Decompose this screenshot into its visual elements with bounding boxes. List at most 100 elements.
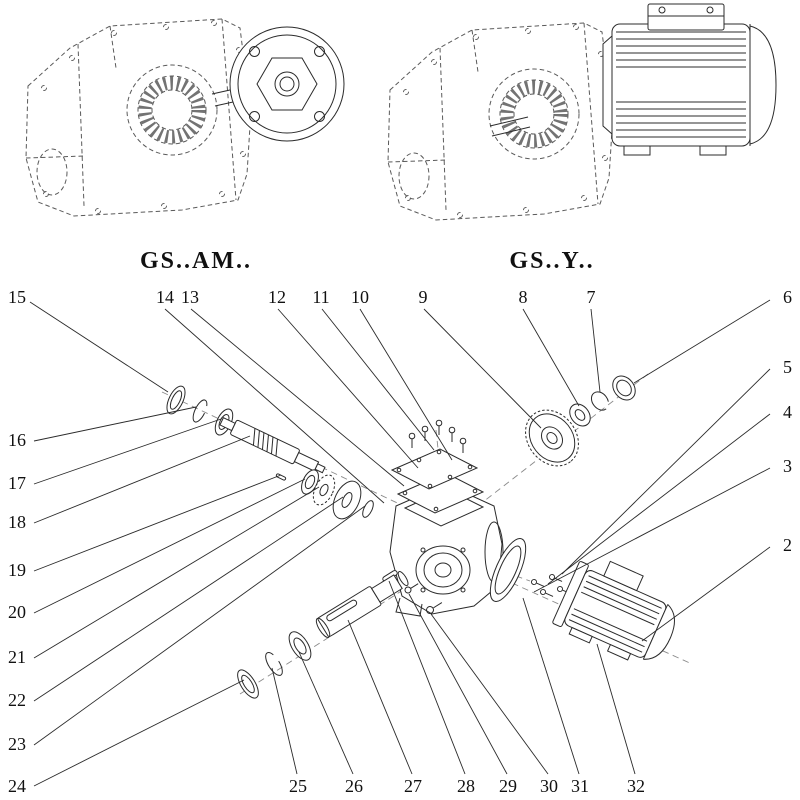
- callout-12: 12: [268, 287, 286, 307]
- callout-2: 2: [783, 535, 792, 555]
- leader-line-13: [190, 308, 405, 487]
- gear-circlip-part: [590, 391, 610, 411]
- oil-seal-part: [166, 385, 186, 415]
- callout-4: 4: [783, 402, 792, 422]
- variant-label-gsy: GS..Y..: [509, 248, 594, 274]
- gsam-unit-drawing: [26, 19, 345, 216]
- leader-line-16: [33, 406, 197, 442]
- gsy-gearbox-body: [388, 23, 612, 220]
- leader-line-4: [547, 413, 771, 585]
- leader-line-31: [522, 597, 580, 775]
- callout-26: 26: [345, 776, 363, 796]
- callout-11: 11: [312, 287, 329, 307]
- breather-part: [459, 437, 467, 453]
- leader-line-14: [164, 308, 385, 504]
- callout-3: 3: [783, 456, 792, 476]
- callout-25: 25: [289, 776, 307, 796]
- leader-line-8: [522, 308, 580, 407]
- shim-part: [362, 500, 374, 518]
- motor-terminal-box-exploded: [603, 560, 644, 592]
- leader-line-5: [561, 368, 771, 575]
- leader-line-19: [33, 474, 282, 572]
- worm-shaft-part: [219, 417, 326, 474]
- callout-23: 23: [8, 734, 26, 754]
- leader-line-22: [33, 496, 344, 702]
- callout-16: 16: [8, 430, 26, 450]
- gear-shim-part: [612, 375, 636, 401]
- callout-18: 18: [8, 512, 26, 532]
- retaining-ring-part: [192, 399, 208, 423]
- pin-part: [275, 473, 287, 481]
- leader-line-26: [298, 651, 354, 775]
- cover-bolts: [408, 419, 467, 453]
- leader-line-17: [33, 418, 222, 485]
- leader-line-23: [33, 505, 366, 746]
- callout-6: 6: [783, 287, 792, 307]
- pinion-part: [312, 474, 336, 506]
- callout-17: 17: [8, 473, 26, 493]
- gear-trail: [525, 375, 636, 467]
- gear-washer-part: [569, 403, 591, 427]
- callout-7: 7: [587, 287, 596, 307]
- drain-plug-part: [404, 583, 419, 594]
- callout-10: 10: [351, 287, 369, 307]
- leader-line-3: [533, 467, 771, 593]
- callout-labels: 15 14 13 12 11 10 9 8 7 6 5 4 3 2 16 17 …: [8, 287, 792, 796]
- plug-screw-part: [426, 602, 443, 614]
- callout-28: 28: [457, 776, 475, 796]
- callout-21: 21: [8, 647, 26, 667]
- leader-line-32: [596, 643, 636, 775]
- callout-13: 13: [181, 287, 199, 307]
- leader-line-15: [29, 301, 169, 393]
- leader-line-24: [33, 679, 245, 787]
- callout-8: 8: [519, 287, 528, 307]
- leader-line-7: [590, 308, 601, 393]
- leader-line-29: [408, 593, 508, 775]
- callout-27: 27: [404, 776, 422, 796]
- leader-line-18: [33, 435, 251, 524]
- leader-line-20: [33, 478, 306, 614]
- output-circlip-part: [265, 652, 283, 676]
- leader-line-10: [359, 308, 453, 461]
- leader-line-12: [277, 308, 419, 469]
- callout-9: 9: [419, 287, 428, 307]
- leader-line-2: [641, 546, 771, 642]
- gsam-gearbox-body: [26, 19, 250, 216]
- callout-19: 19: [8, 560, 26, 580]
- gsy-unit-drawing: [388, 3, 777, 220]
- cover-plate-part: [390, 448, 479, 490]
- callout-15: 15: [8, 287, 26, 307]
- output-shaft-trail: [237, 570, 443, 699]
- callout-20: 20: [8, 602, 26, 622]
- input-shaft-trail: [166, 385, 374, 520]
- flange-screws: [531, 574, 571, 597]
- output-seal-part: [237, 669, 259, 699]
- output-flange-ring-part: [489, 538, 527, 602]
- washer-disc-part: [332, 480, 362, 520]
- gsam-output-flange: [229, 26, 345, 142]
- housing-part: [389, 483, 504, 617]
- leader-lines: [29, 299, 771, 787]
- leader-line-30: [430, 613, 549, 775]
- leader-line-25: [271, 667, 298, 775]
- callout-5: 5: [783, 357, 792, 377]
- callout-14: 14: [156, 287, 174, 307]
- leader-line-6: [633, 299, 771, 384]
- motor-flange-trail: [489, 538, 571, 602]
- leader-line-21: [33, 486, 320, 659]
- variant-label-gsam: GS..AM..: [140, 248, 252, 274]
- motor-terminal-box: [647, 3, 725, 31]
- leader-line-28: [388, 580, 466, 775]
- gsy-shaft-stub: [489, 116, 531, 137]
- callout-32: 32: [627, 776, 645, 796]
- leader-line-27: [347, 619, 413, 775]
- callout-24: 24: [8, 776, 26, 796]
- gsy-motor: [602, 3, 777, 156]
- callout-29: 29: [499, 776, 517, 796]
- gear-part: [525, 409, 579, 467]
- output-shaft-part: [315, 571, 409, 638]
- leader-line-9: [423, 308, 542, 429]
- callout-31: 31: [571, 776, 589, 796]
- motor-part: [552, 560, 675, 661]
